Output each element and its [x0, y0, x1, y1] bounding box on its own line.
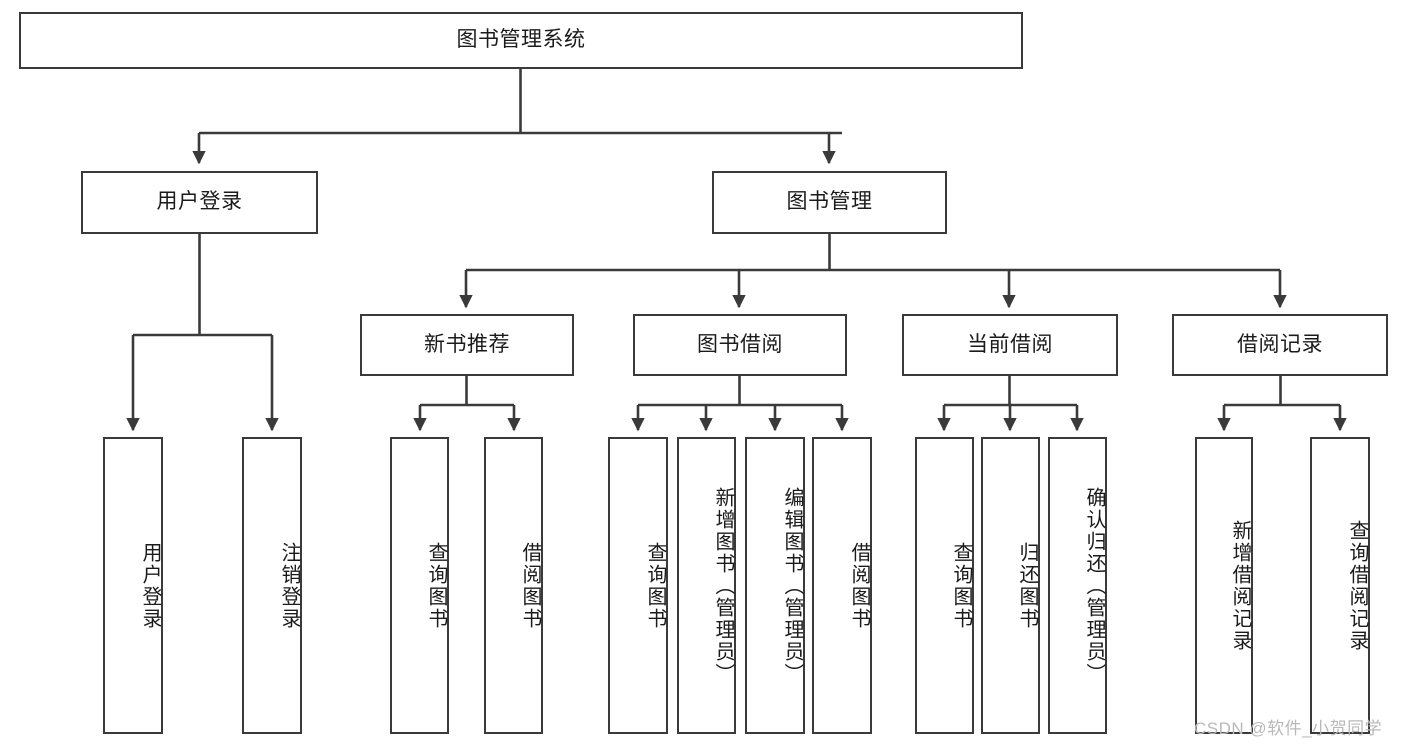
node-label: 注销登录	[278, 541, 300, 630]
node-book-management[interactable]: 图书管理	[712, 171, 947, 234]
node-new-book-recommend[interactable]: 新书推荐	[360, 314, 574, 376]
node-label: 借阅图书	[519, 541, 541, 630]
node-label: 当前借阅	[967, 332, 1053, 356]
node-label: 编辑图书（管理员）	[781, 486, 803, 685]
node-label: 查询图书	[425, 541, 447, 630]
node-label: 新书推荐	[424, 332, 510, 356]
node-label: 归还图书	[1016, 541, 1038, 630]
node-root-system[interactable]: 图书管理系统	[19, 12, 1023, 69]
node-book-borrow[interactable]: 图书借阅	[633, 314, 847, 376]
node-borrow-record[interactable]: 借阅记录	[1172, 314, 1388, 376]
node-leaf-confirm-return-admin[interactable]: 确认归还（管理员）	[1048, 437, 1107, 734]
node-label: 确认归还（管理员）	[1083, 486, 1105, 685]
node-label: 新增借阅记录	[1229, 519, 1251, 652]
node-label: 图书管理系统	[456, 28, 586, 52]
node-label: 新增图书（管理员）	[712, 486, 734, 685]
node-label: 借阅图书	[848, 541, 870, 630]
node-label: 借阅记录	[1237, 332, 1323, 356]
node-leaf-borrow-book-recommend[interactable]: 借阅图书	[484, 437, 543, 734]
node-leaf-user-login[interactable]: 用户登录	[103, 437, 163, 734]
node-leaf-return-book[interactable]: 归还图书	[981, 437, 1040, 734]
node-label: 图书管理	[786, 190, 873, 214]
node-current-borrow[interactable]: 当前借阅	[902, 314, 1118, 376]
node-leaf-add-book-admin[interactable]: 新增图书（管理员）	[677, 437, 736, 734]
node-leaf-query-book-recommend[interactable]: 查询图书	[390, 437, 449, 734]
node-leaf-query-borrow-record[interactable]: 查询借阅记录	[1310, 437, 1370, 734]
node-label: 查询图书	[950, 541, 972, 630]
node-label: 用户登录	[156, 190, 243, 214]
node-label: 查询借阅记录	[1346, 519, 1368, 652]
node-leaf-borrow-book[interactable]: 借阅图书	[812, 437, 872, 734]
node-label: 查询图书	[644, 541, 666, 630]
node-leaf-edit-book-admin[interactable]: 编辑图书（管理员）	[745, 437, 805, 734]
node-label: 用户登录	[139, 541, 161, 630]
node-label: 图书借阅	[697, 332, 783, 356]
node-user-login[interactable]: 用户登录	[81, 171, 318, 234]
csdn-watermark: CSDN @软件_小贺同学	[1194, 719, 1383, 738]
node-leaf-query-book-borrow[interactable]: 查询图书	[608, 437, 668, 734]
node-leaf-add-borrow-record[interactable]: 新增借阅记录	[1195, 437, 1253, 734]
node-leaf-query-book-current[interactable]: 查询图书	[915, 437, 974, 734]
node-leaf-logout[interactable]: 注销登录	[242, 437, 302, 734]
